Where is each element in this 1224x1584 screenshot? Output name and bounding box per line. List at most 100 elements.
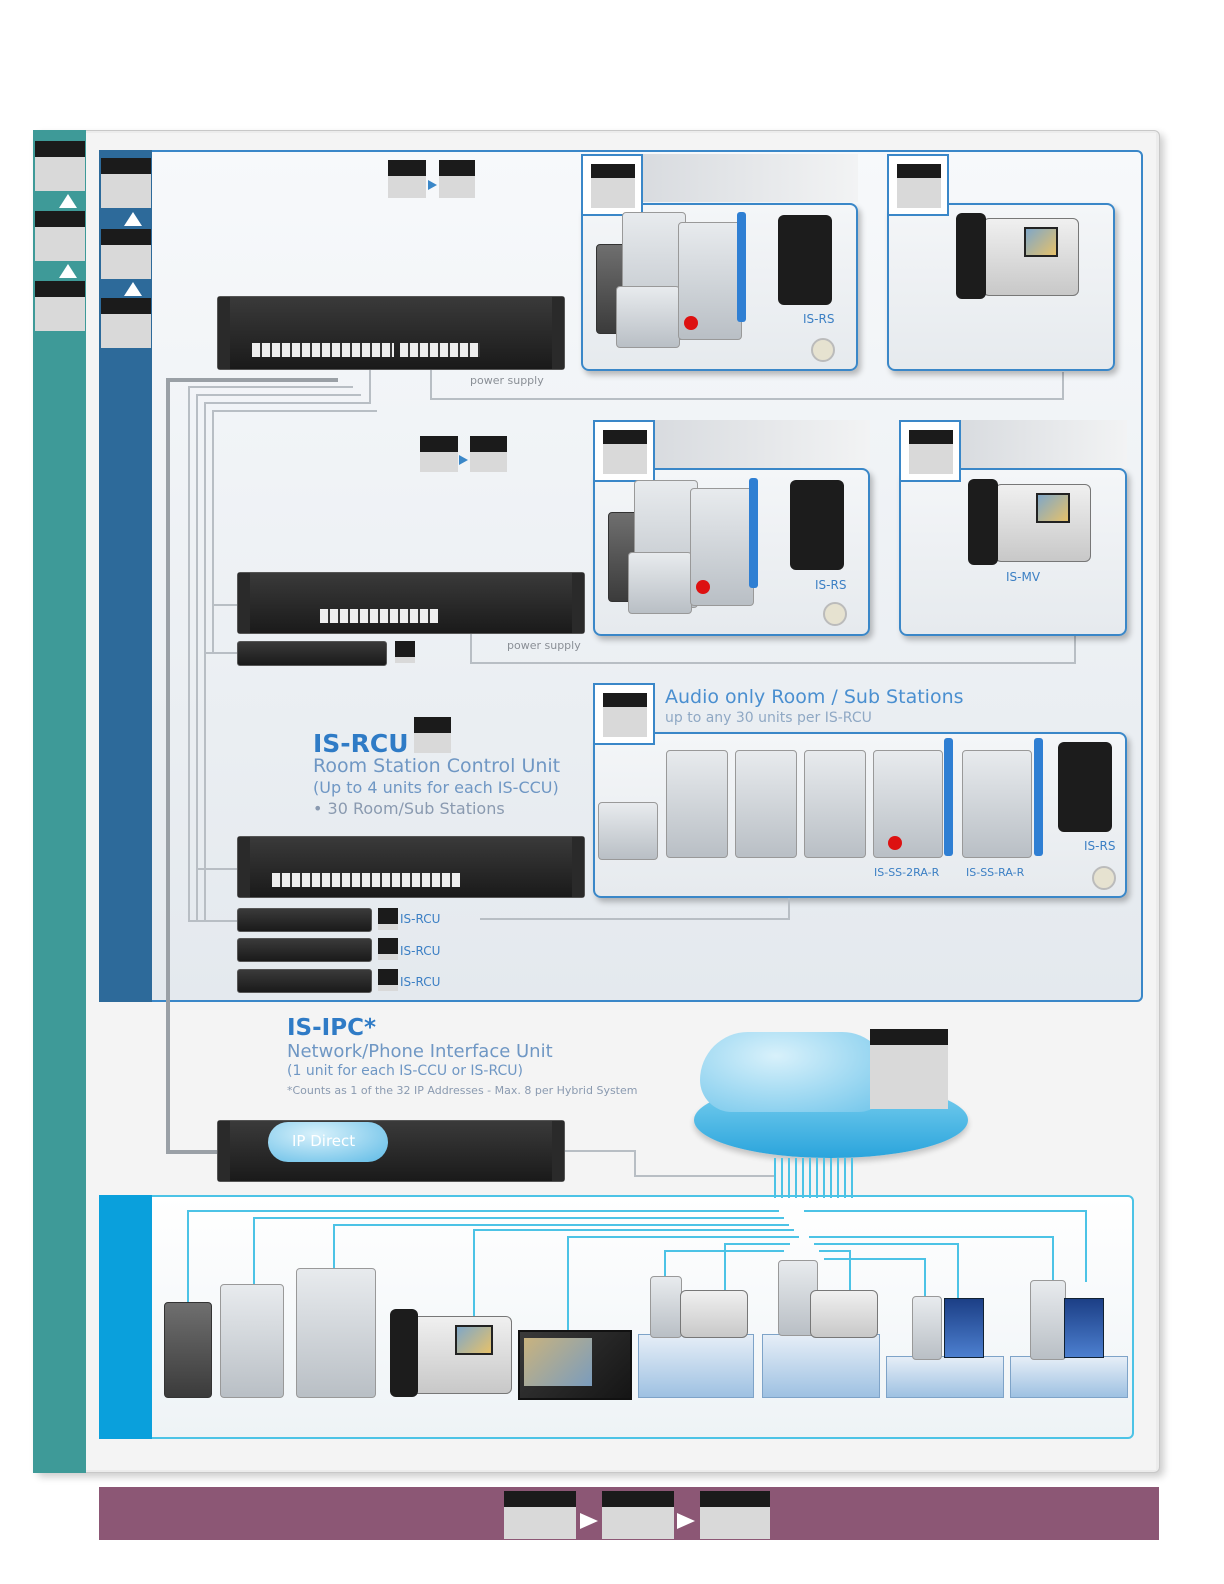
rcu-tag-a [420,436,458,472]
pull-cord-2 [749,478,758,588]
ip-box-set-1-door [650,1276,682,1338]
net-line-4 [473,1229,794,1231]
audio-emergency-station-1 [873,750,943,858]
ipc-note: *Counts as 1 of the 32 IP Addresses - Ma… [287,1084,638,1097]
rcu2-right-v [1074,636,1076,664]
is-rs-handset-1 [778,215,832,305]
ccu-to-stations-v [430,370,432,400]
trunk-line-top [166,378,338,382]
is-rcu-stack-1 [237,908,372,932]
cyan-sidebar [99,1195,152,1439]
power-supply-label-1: power supply [470,374,544,387]
pc-monitor [518,1330,632,1400]
rcu-title: IS-RCU [313,729,409,758]
ip-box-set-4-pack [1064,1298,1104,1358]
master-panel-2-header [958,420,1127,468]
rcu-line1: (Up to 4 units for each IS-CCU) [313,778,559,797]
master-panel-2-tab [899,420,961,482]
navy-arrow-2 [124,282,142,296]
audio-room-station-2 [735,750,797,858]
ip-box-set-1-master [680,1290,748,1338]
ipc-line1: (1 unit for each IS-CCU or IS-RCU) [287,1063,523,1079]
footer-tag-3 [700,1491,770,1539]
is-rs-label-1: IS-RS [803,312,835,326]
sidebar-label-3 [35,281,85,331]
sidebar-arrow-2 [59,264,77,278]
ip-door-station-silver-2 [296,1268,376,1398]
audio-panel-title: Audio only Room / Sub Stations [665,686,964,708]
net-line-5v [567,1236,569,1330]
ipc-to-cloud-h2 [634,1175,774,1177]
video-panel-1-tab [581,154,643,216]
ccu-tag-b [439,160,475,198]
net-line-6v [1085,1210,1087,1282]
net-line-3v [333,1224,335,1270]
net-line-6 [804,1210,1086,1212]
is-rcu-stack-2 [237,938,372,962]
ip-master-station [412,1316,512,1394]
video-panel-2-header [652,420,870,468]
is-ss-ra-r-label: IS-SS-RA-R [966,866,1025,879]
rcu-stack-label-3: IS-RCU [400,975,441,989]
net-line-5 [567,1236,799,1238]
net-line-11 [819,1250,849,1252]
sub-station-2 [628,552,692,614]
rcu2-to-stations [470,662,1076,664]
ip-box-set-1 [638,1334,754,1398]
emergency-station-2 [690,488,754,606]
ccu-right-v [1062,372,1064,400]
rcu3-right-v [788,898,790,920]
is-rs-handset-2 [790,480,844,570]
rcu-stack-label-1: IS-RCU [400,912,441,926]
ccu-v-drop [369,370,371,404]
ip-master-handset [390,1309,418,1397]
power-supply-label-2: power supply [507,639,581,652]
is-ccu-rack [217,296,565,370]
trunk-line-vertical [166,378,170,1154]
ccu-line-1 [188,386,190,920]
net-line-9v [664,1250,666,1276]
net-line-8v [957,1243,959,1313]
audio-room-station-3 [804,750,866,858]
net-line-12v [924,1258,926,1298]
audio-room-station-1 [666,750,728,858]
video-panel-1-header [640,154,858,202]
net-line-10 [724,1243,790,1245]
stack-2-tag [378,938,398,960]
rcu-tag-b [470,436,507,472]
teal-sidebar [33,130,86,1473]
ip-box-set-3-pack [944,1298,984,1358]
rack-2b-tag [395,641,415,663]
ccu-h-3 [204,402,369,404]
ipc-subtitle: Network/Phone Interface Unit [287,1041,553,1062]
rcu-subtitle: Room Station Control Unit [313,755,561,777]
net-line-1 [187,1210,779,1212]
rcu-line2: • 30 Room/Sub Stations [313,799,505,818]
rcu-stack-label-2: IS-RCU [400,944,441,958]
ccu-to-stations [430,398,1064,400]
audio-sub-station-1 [598,802,658,860]
net-line-7 [809,1236,1053,1238]
pull-cord-1 [737,212,746,322]
is-mv-master-station [995,484,1091,562]
audio-panel-tab [593,683,655,745]
ccu-h-4 [212,410,377,412]
net-line-4v [473,1229,475,1319]
rcu-line-b [204,652,238,654]
master-handset-1 [956,213,986,299]
net-line-12 [824,1258,926,1260]
ipc-to-cloud-v [634,1150,636,1176]
is-rcu-rack-3 [237,836,585,898]
ip-box-set-2 [762,1334,880,1398]
rcu-line-a [212,604,238,606]
ip-box-set-3 [886,1356,1004,1398]
ip-box-set-3-door [912,1296,942,1360]
rcu3-to-stations [480,918,790,920]
ip-box-set-2-master [810,1290,878,1338]
ccu-tag-arrow [428,180,437,190]
ccu-line-3 [204,402,206,920]
emergency-button-1 [684,316,698,330]
ip-box-set-4-door [1030,1280,1066,1360]
ipc-to-cloud-h [565,1150,635,1152]
